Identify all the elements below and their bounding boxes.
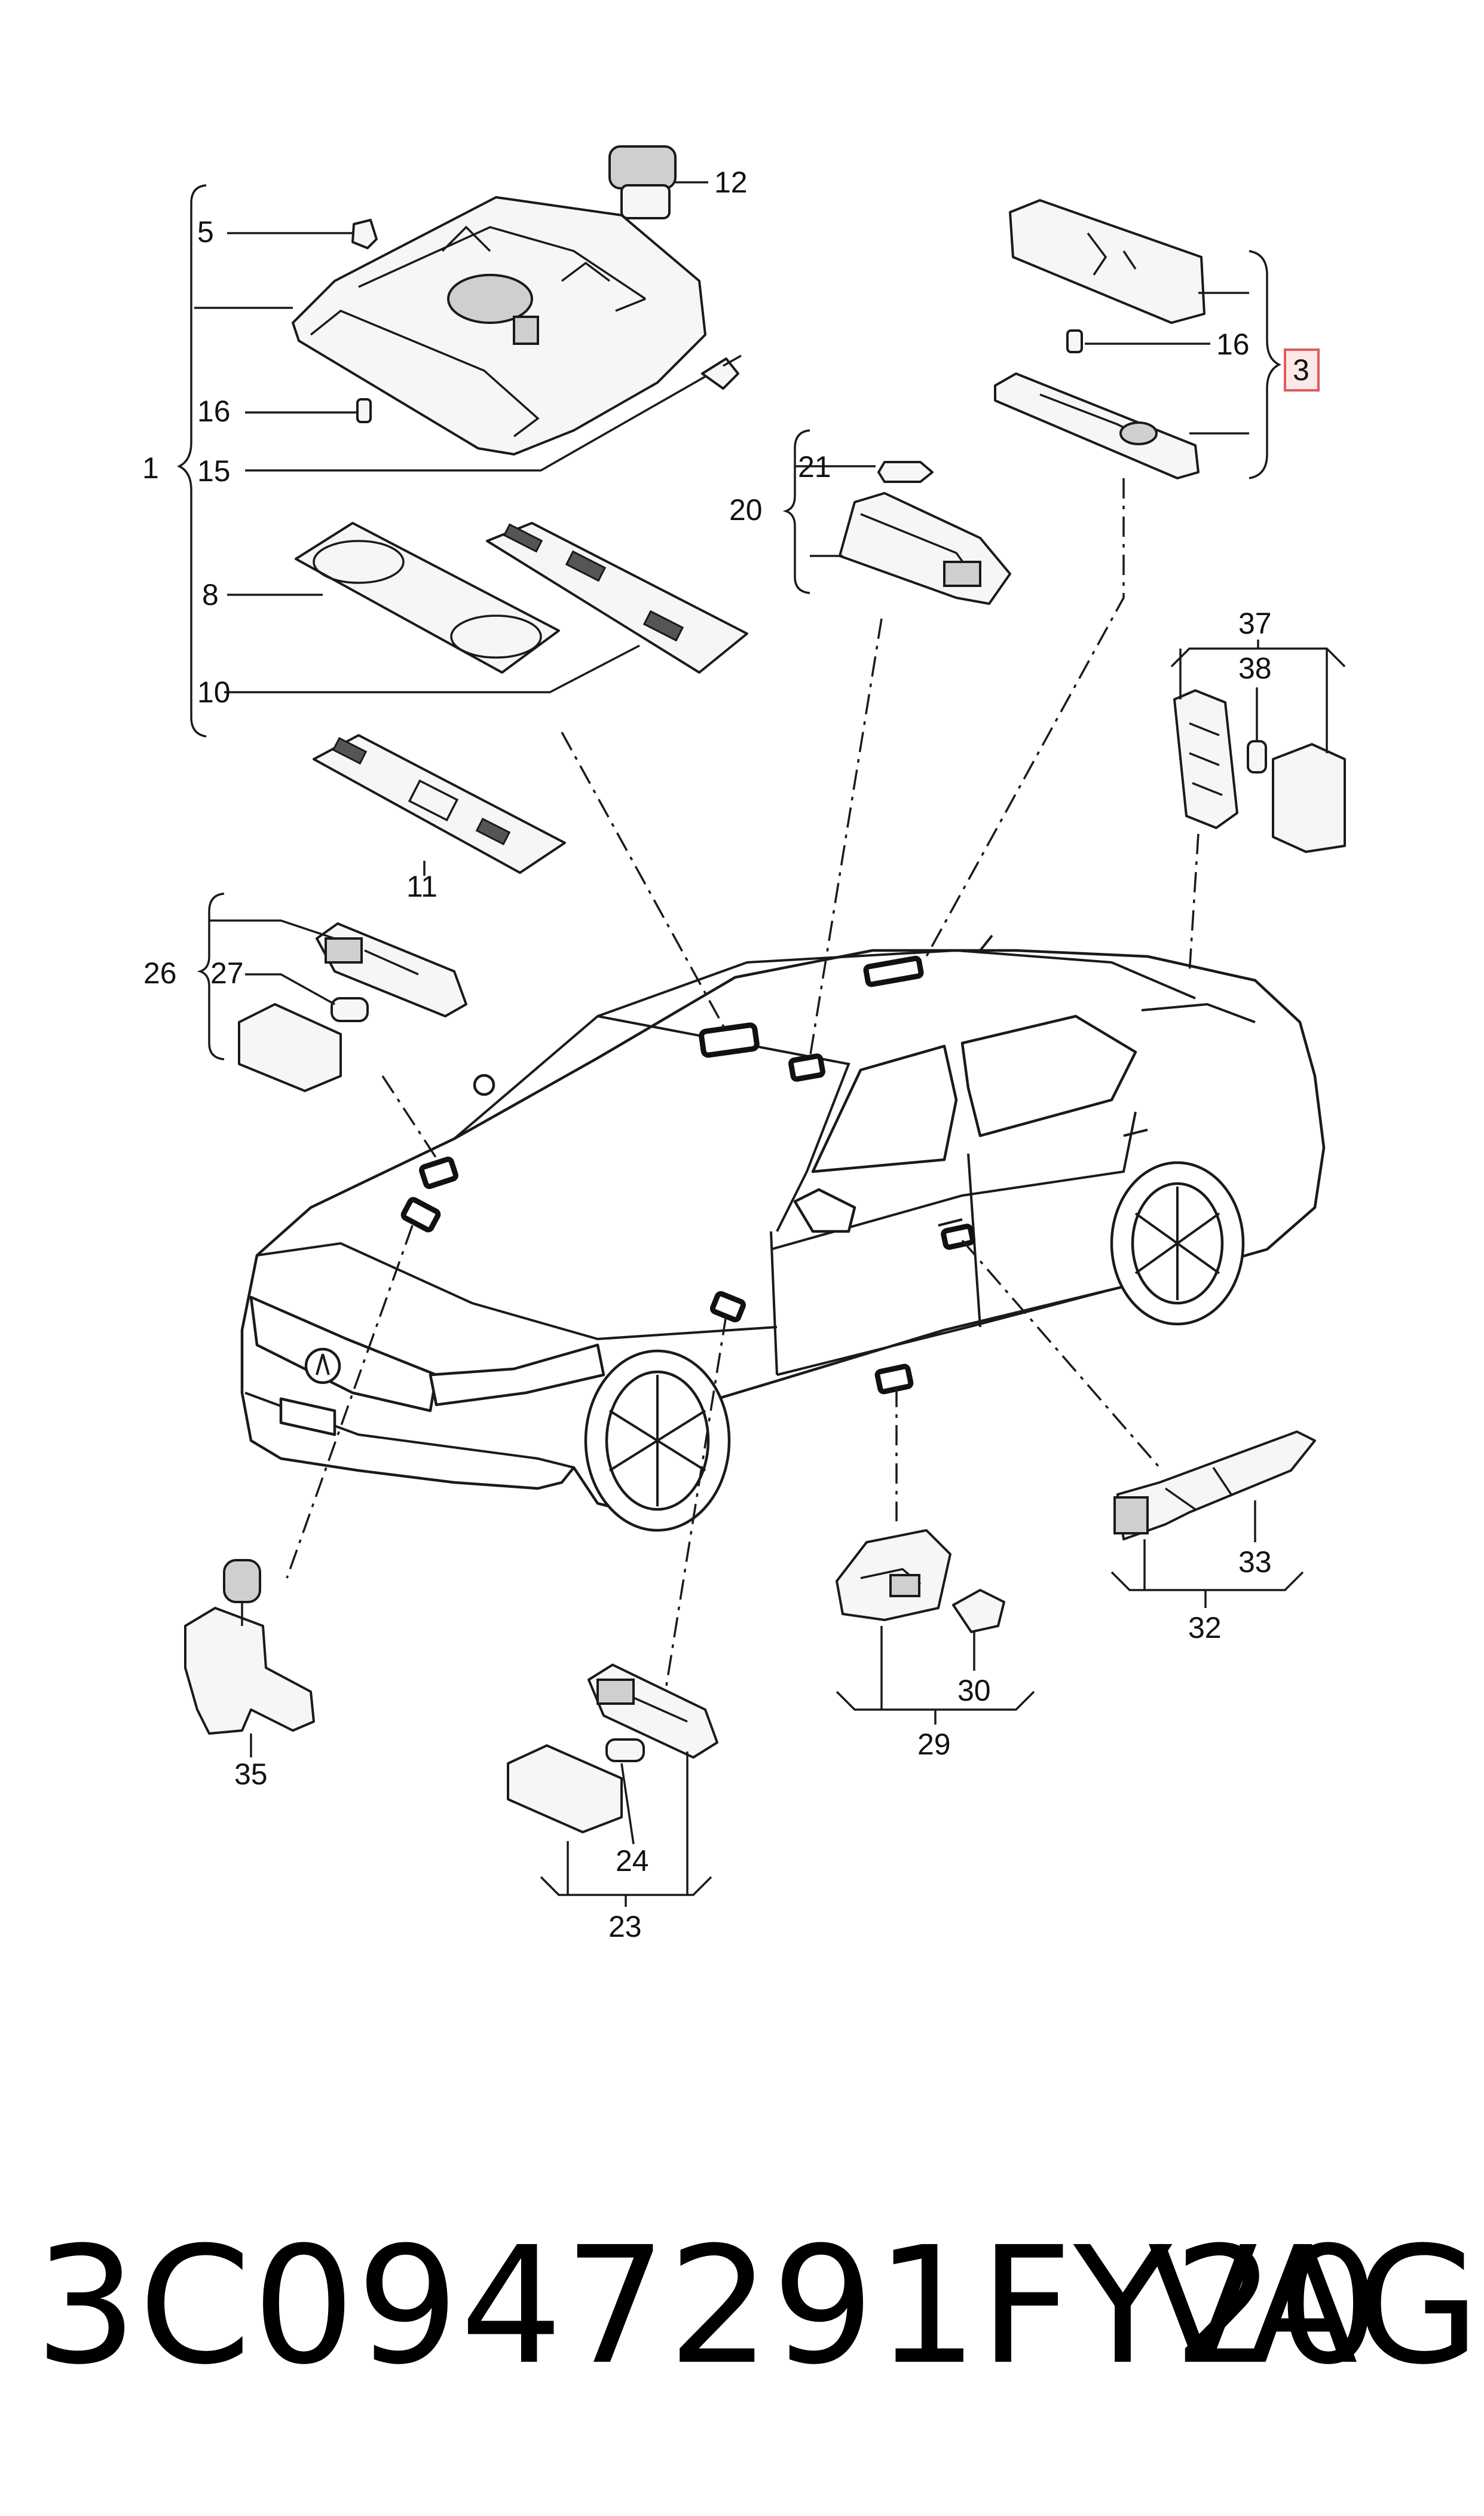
bulb-21 (877, 461, 934, 483)
callout-24: 24 (616, 1844, 649, 1878)
group-29-bracket (836, 1690, 1035, 1725)
module-26 (238, 1003, 342, 1092)
light-37 (1173, 689, 1238, 829)
group-23-bracket (540, 1876, 712, 1907)
light-housing-3 (1009, 199, 1205, 324)
callout-5: 5 (197, 215, 214, 249)
socket-12 (608, 145, 677, 219)
callout-20: 20 (729, 493, 763, 527)
bulb-38 (1247, 740, 1267, 774)
highlight-box-3 (1284, 348, 1320, 392)
callout-8: 8 (202, 578, 219, 612)
callout-27: 27 (210, 956, 244, 990)
car-body (240, 934, 1326, 1532)
sensor-35 (184, 1559, 315, 1735)
callout-29: 29 (917, 1728, 951, 1761)
group-1-bracket (177, 184, 207, 738)
callout-33: 33 (1238, 1545, 1272, 1579)
callout-35: 35 (234, 1757, 268, 1791)
light-26 (316, 922, 467, 1017)
lens-10 (486, 522, 748, 674)
bulb-16-right (1066, 329, 1083, 353)
location-markers (400, 955, 975, 1395)
light-23 (588, 1664, 718, 1759)
group-26-bracket (197, 892, 225, 1060)
callout-12: 12 (714, 166, 748, 199)
callout-23: 23 (608, 1910, 642, 1943)
bulb-16-left (356, 398, 372, 423)
group-32-bracket (1110, 1571, 1304, 1608)
callout-37: 37 (1238, 607, 1272, 640)
light-20 (839, 492, 1011, 605)
callout-labels: 1 3 5 8 10 11 12 15 16 16 16 20 21 23 24… (142, 166, 1309, 1943)
callout-26: 26 (143, 956, 177, 990)
group-3-bracket (1249, 250, 1281, 479)
callout-3: 3 (1293, 353, 1309, 387)
callout-21: 21 (798, 450, 831, 484)
callout-32: 32 (1188, 1611, 1222, 1644)
callout-16-right: 16 (1216, 328, 1250, 361)
part-number: 3C0947291FY20 (35, 2212, 1381, 2400)
module-23 (507, 1744, 623, 1833)
lens-8 (295, 522, 560, 674)
lens-11 (313, 734, 566, 874)
callout-38: 38 (1238, 652, 1272, 685)
clip-5 (351, 219, 378, 249)
light-lens-3 (994, 372, 1200, 479)
brand: VAG (1148, 2212, 1480, 2400)
light-29 (836, 1529, 951, 1621)
roof-console-housing (292, 196, 706, 455)
group-20-bracket (782, 429, 810, 594)
callout-10: 10 (197, 675, 231, 709)
bulb-27 (331, 997, 369, 1022)
callout-16-left: 16 (197, 395, 231, 428)
callout-15: 15 (197, 454, 231, 488)
callout-1: 1 (142, 451, 159, 485)
parts-diagram: 1 3 5 8 10 11 12 15 16 16 16 20 21 23 24… (142, 145, 1346, 1943)
callout-30: 30 (957, 1674, 991, 1707)
bulb-30 (952, 1589, 1005, 1633)
callout-11: 11 (406, 870, 437, 903)
bulb-24 (605, 1738, 645, 1762)
module-37 (1272, 743, 1346, 853)
light-32 (1113, 1430, 1316, 1540)
caption: 3C0947291FY20 VAG (0, 2212, 1484, 2409)
screw-15 (701, 354, 742, 390)
